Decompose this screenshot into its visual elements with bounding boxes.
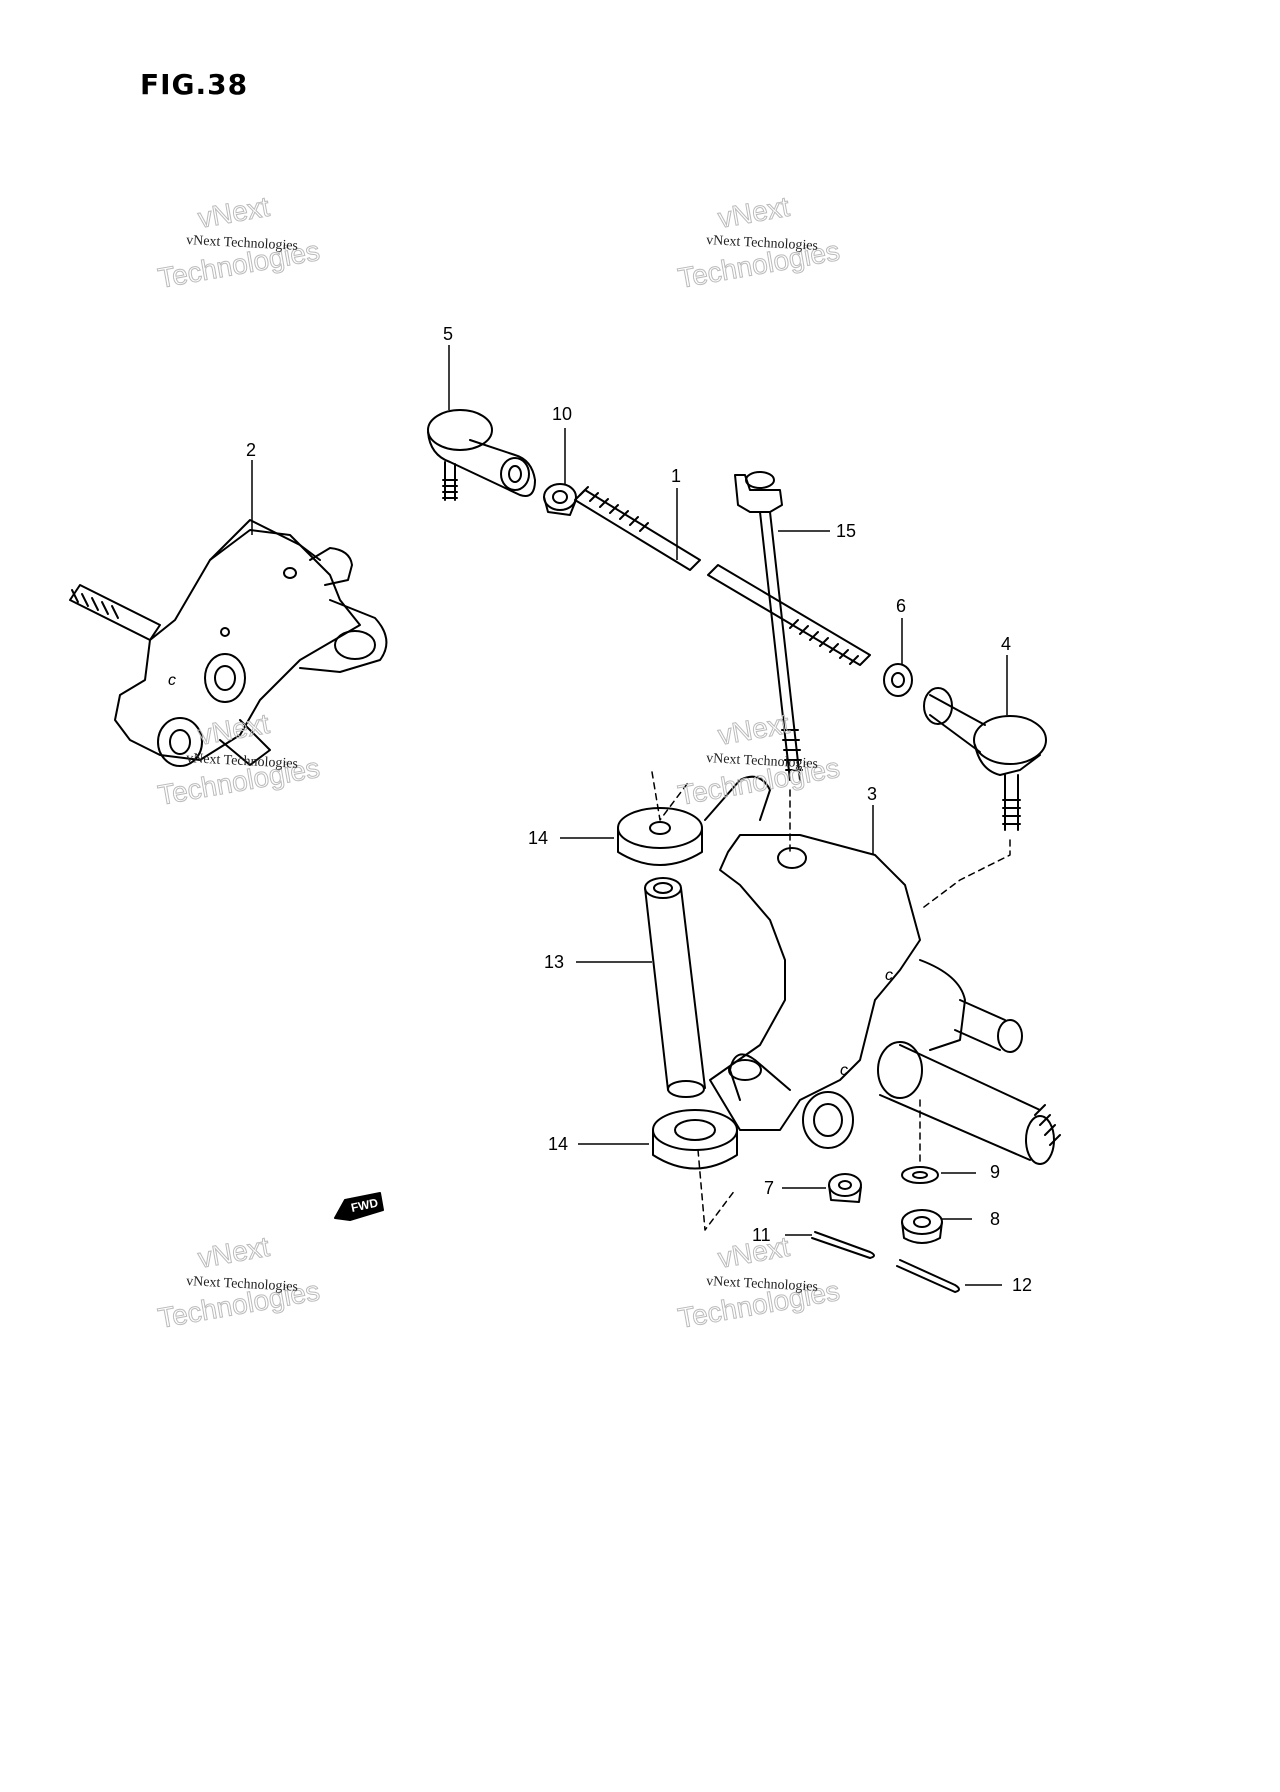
callout-6: 6 [896,596,906,616]
part-9-washer [901,1166,939,1184]
c-mark: c [168,672,176,689]
part-5-tie-rod-end [427,409,536,501]
part-11-cotter-pin [811,1231,875,1259]
watermark-big-1: vNext [716,708,792,751]
leader-lines [251,345,1008,1286]
callout-5: 5 [443,324,453,344]
part-13-sleeve [644,877,706,1098]
watermark-mid-right: vNext Technologies vNext Technologies [675,707,842,811]
watermark-small: vNext Technologies [186,233,299,254]
part-4-tie-rod-end [923,687,1047,831]
part-7-nut [828,1173,862,1203]
callout-15: 15 [836,521,856,541]
part-14-bushing-bottom [652,1109,738,1170]
watermark-small: vNext Technologies [186,751,299,772]
part-8-castle-nut [901,1209,943,1244]
callout-1: 1 [671,466,681,486]
part-15-bolt [734,471,803,781]
watermark-big-1: vNext [196,708,272,751]
callout-8: 8 [990,1209,1000,1229]
callout-3: 3 [867,784,877,804]
part-1-tie-rod [574,486,871,666]
watermark-big-1: vNext [716,1231,792,1274]
part-14-bushing-top [617,807,703,866]
part-6-nut [883,663,913,697]
watermark-top-right: vNext Technologies vNext Technologies [675,190,842,294]
c-mark: c [840,1062,848,1079]
part-3-pivot-bracket [704,775,1061,1165]
watermark-small: vNext Technologies [706,233,819,254]
watermark-bottom-right: vNext Technologies vNext Technologies [675,1230,842,1334]
callout-9: 9 [990,1162,1000,1182]
watermark-small: vNext Technologies [706,1274,819,1295]
watermark-mid-left: vNext Technologies vNext Technologies [155,707,322,811]
fwd-label: FWD [350,1195,380,1214]
watermark-big-1: vNext [196,1231,272,1274]
callout-14-bottom: 14 [548,1134,568,1154]
figure-title: FIG.38 [140,68,249,101]
callout-13: 13 [544,952,564,972]
watermark-big-1: vNext [716,191,792,234]
part-12-cotter-pin [896,1259,960,1293]
watermark-small: vNext Technologies [706,751,819,772]
callout-7: 7 [764,1178,774,1198]
c-mark: c [885,967,893,984]
callout-2: 2 [246,440,256,460]
watermark-small: vNext Technologies [186,1274,299,1295]
watermark-big-1: vNext [196,191,272,234]
callout-10: 10 [552,404,572,424]
callout-11: 11 [752,1225,771,1245]
part-10-nut [543,483,577,516]
callout-12: 12 [1012,1275,1032,1295]
watermark-top-left: vNext Technologies vNext Technologies [155,190,322,294]
callout-4: 4 [1001,634,1011,654]
callout-14-top: 14 [528,828,548,848]
part-2-steering-arm [69,519,388,767]
assembly-lines [651,771,1011,1231]
watermark-bottom-left: vNext Technologies vNext Technologies [155,1230,322,1334]
fwd-arrow-icon [334,1192,384,1221]
